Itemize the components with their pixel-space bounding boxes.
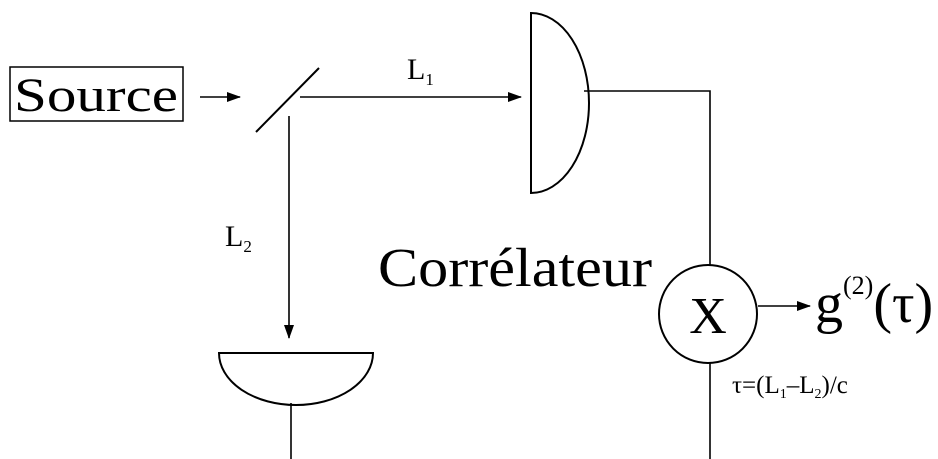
beam-splitter: [255, 67, 320, 133]
arm2-label: L2: [225, 220, 252, 256]
detector-1: [530, 11, 590, 195]
arm1-label: L1: [407, 53, 434, 89]
multiplier-symbol: X: [689, 288, 727, 345]
delay-formula: τ=(L1–L2)/c: [732, 372, 848, 402]
output-label: g(2)(τ): [815, 271, 933, 335]
multiplier-circle: X: [658, 264, 758, 364]
detector-1-wire: [584, 90, 711, 265]
correlator-label: Corrélateur: [378, 237, 652, 298]
source-label: Source: [14, 69, 178, 122]
detector-2: [217, 352, 375, 406]
source-box: Source: [9, 66, 184, 122]
